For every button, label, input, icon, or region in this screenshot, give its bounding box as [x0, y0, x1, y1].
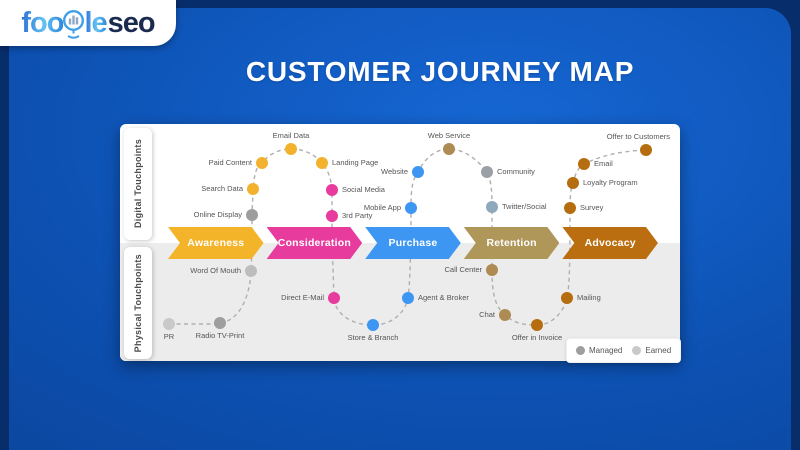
touchpoint-dot	[326, 210, 338, 222]
legend-item-managed: Managed	[576, 346, 622, 355]
stage-retention: Retention	[464, 227, 560, 259]
digital-touchpoints-label: Digital Touchpoints	[133, 139, 143, 229]
managed-dot-icon	[576, 346, 585, 355]
stage-advocacy: Advocacy	[562, 227, 658, 259]
touchpoint-dot	[326, 184, 338, 196]
legend-earned-label: Earned	[645, 346, 672, 355]
earned-dot-icon	[632, 346, 642, 355]
touchpoint-dot	[443, 143, 455, 155]
touchpoint-dot	[367, 319, 379, 331]
touchpoint-dot	[163, 318, 175, 330]
legend-item-earned: Earned	[632, 346, 671, 355]
touchpoint-dot	[531, 319, 543, 331]
touchpoint-dot	[402, 292, 414, 304]
touchpoint-dot	[328, 292, 340, 304]
touchpoint-dot	[256, 157, 268, 169]
touchpoint-dot	[412, 166, 424, 178]
touchpoint-dot	[405, 202, 417, 214]
touchpoint-dot	[245, 265, 257, 277]
logo-text-le: le	[84, 6, 107, 39]
touchpoint-dot	[486, 264, 498, 276]
touchpoint-dot	[561, 292, 573, 304]
touchpoint-dot	[564, 202, 576, 214]
legend-managed-label: Managed	[589, 346, 623, 355]
touchpoint-dot	[578, 158, 590, 170]
touchpoint-dot	[285, 143, 297, 155]
logo: foo le seo	[0, 0, 176, 46]
stage-awareness: Awareness	[168, 227, 264, 259]
physical-touchpoints-tab: Physical Touchpoints	[124, 247, 152, 359]
touchpoint-dot	[214, 317, 226, 329]
touchpoint-dot	[499, 309, 511, 321]
touchpoint-dot	[247, 183, 259, 195]
digital-touchpoints-tab: Digital Touchpoints	[124, 128, 152, 240]
touchpoint-dot	[246, 209, 258, 221]
page-title: CUSTOMER JOURNEY MAP	[245, 56, 635, 87]
stage-arrow-band: Awareness Consideration Purchase Retenti…	[168, 227, 658, 259]
legend: Managed Earned	[566, 338, 682, 363]
touchpoint-dot	[640, 144, 652, 156]
stage-purchase: Purchase	[365, 227, 461, 259]
touchpoint-dot	[486, 201, 498, 213]
logo-wordmark: foo le seo	[21, 6, 156, 39]
touchpoint-dot	[481, 166, 493, 178]
stage-consideration: Consideration	[267, 227, 363, 259]
touchpoint-dot	[567, 177, 579, 189]
globe-chart-icon	[63, 9, 85, 39]
logo-text-foo: foo	[21, 6, 64, 39]
touchpoint-dot	[316, 157, 328, 169]
logo-text-seo: seo	[107, 6, 156, 39]
